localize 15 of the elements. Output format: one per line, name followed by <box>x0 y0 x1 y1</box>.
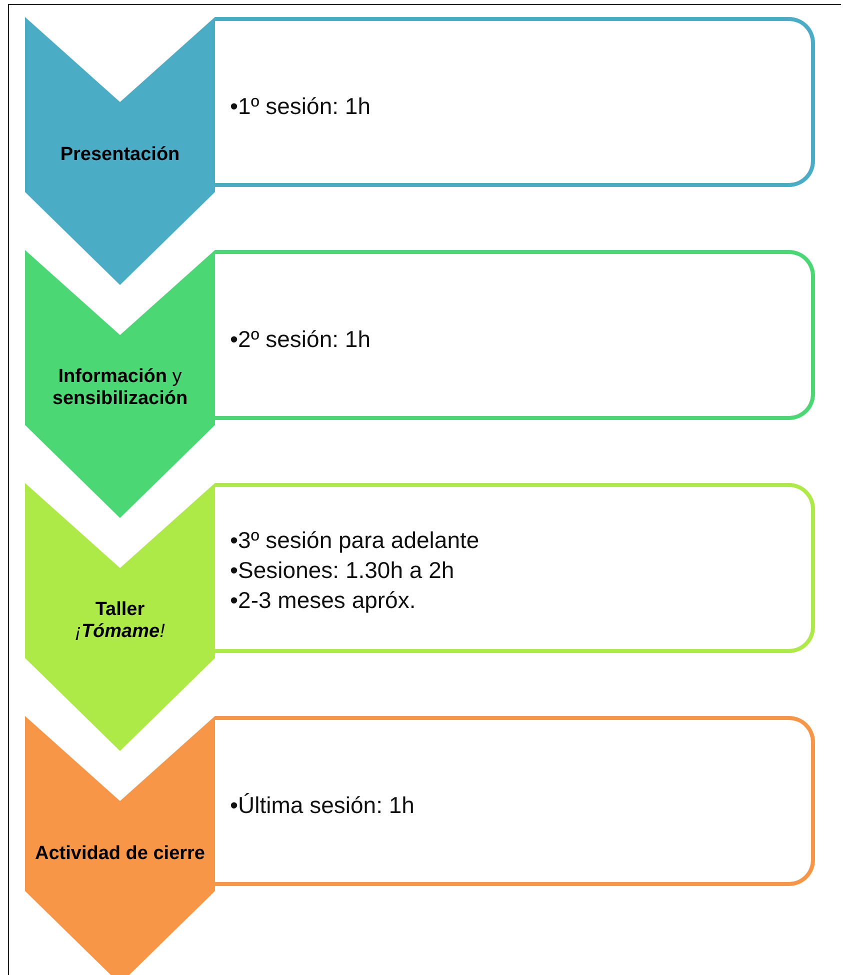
step-title: Presentación <box>60 144 180 166</box>
step-title: ¡Tómame! <box>75 620 165 642</box>
step-title: Taller <box>95 598 145 620</box>
bullet-text: •Sesiones: 1.30h a 2h <box>230 556 456 585</box>
bullet-text: •2º sesión: 1h <box>230 325 370 354</box>
bullet-text: •3º sesión para adelante <box>230 526 480 555</box>
step-detail-box <box>215 716 815 886</box>
step-detail-box <box>215 250 815 420</box>
step-title: Actividad de cierre <box>34 842 206 864</box>
step-detail-box <box>215 483 815 653</box>
step-title: Información y sensibilización <box>51 366 189 410</box>
step-detail-box <box>215 17 815 187</box>
bullet-text: •1º sesión: 1h <box>230 92 370 121</box>
bullet-text: •2-3 meses apróx. <box>230 586 417 615</box>
bullet-text: •Última sesión: 1h <box>230 791 414 820</box>
